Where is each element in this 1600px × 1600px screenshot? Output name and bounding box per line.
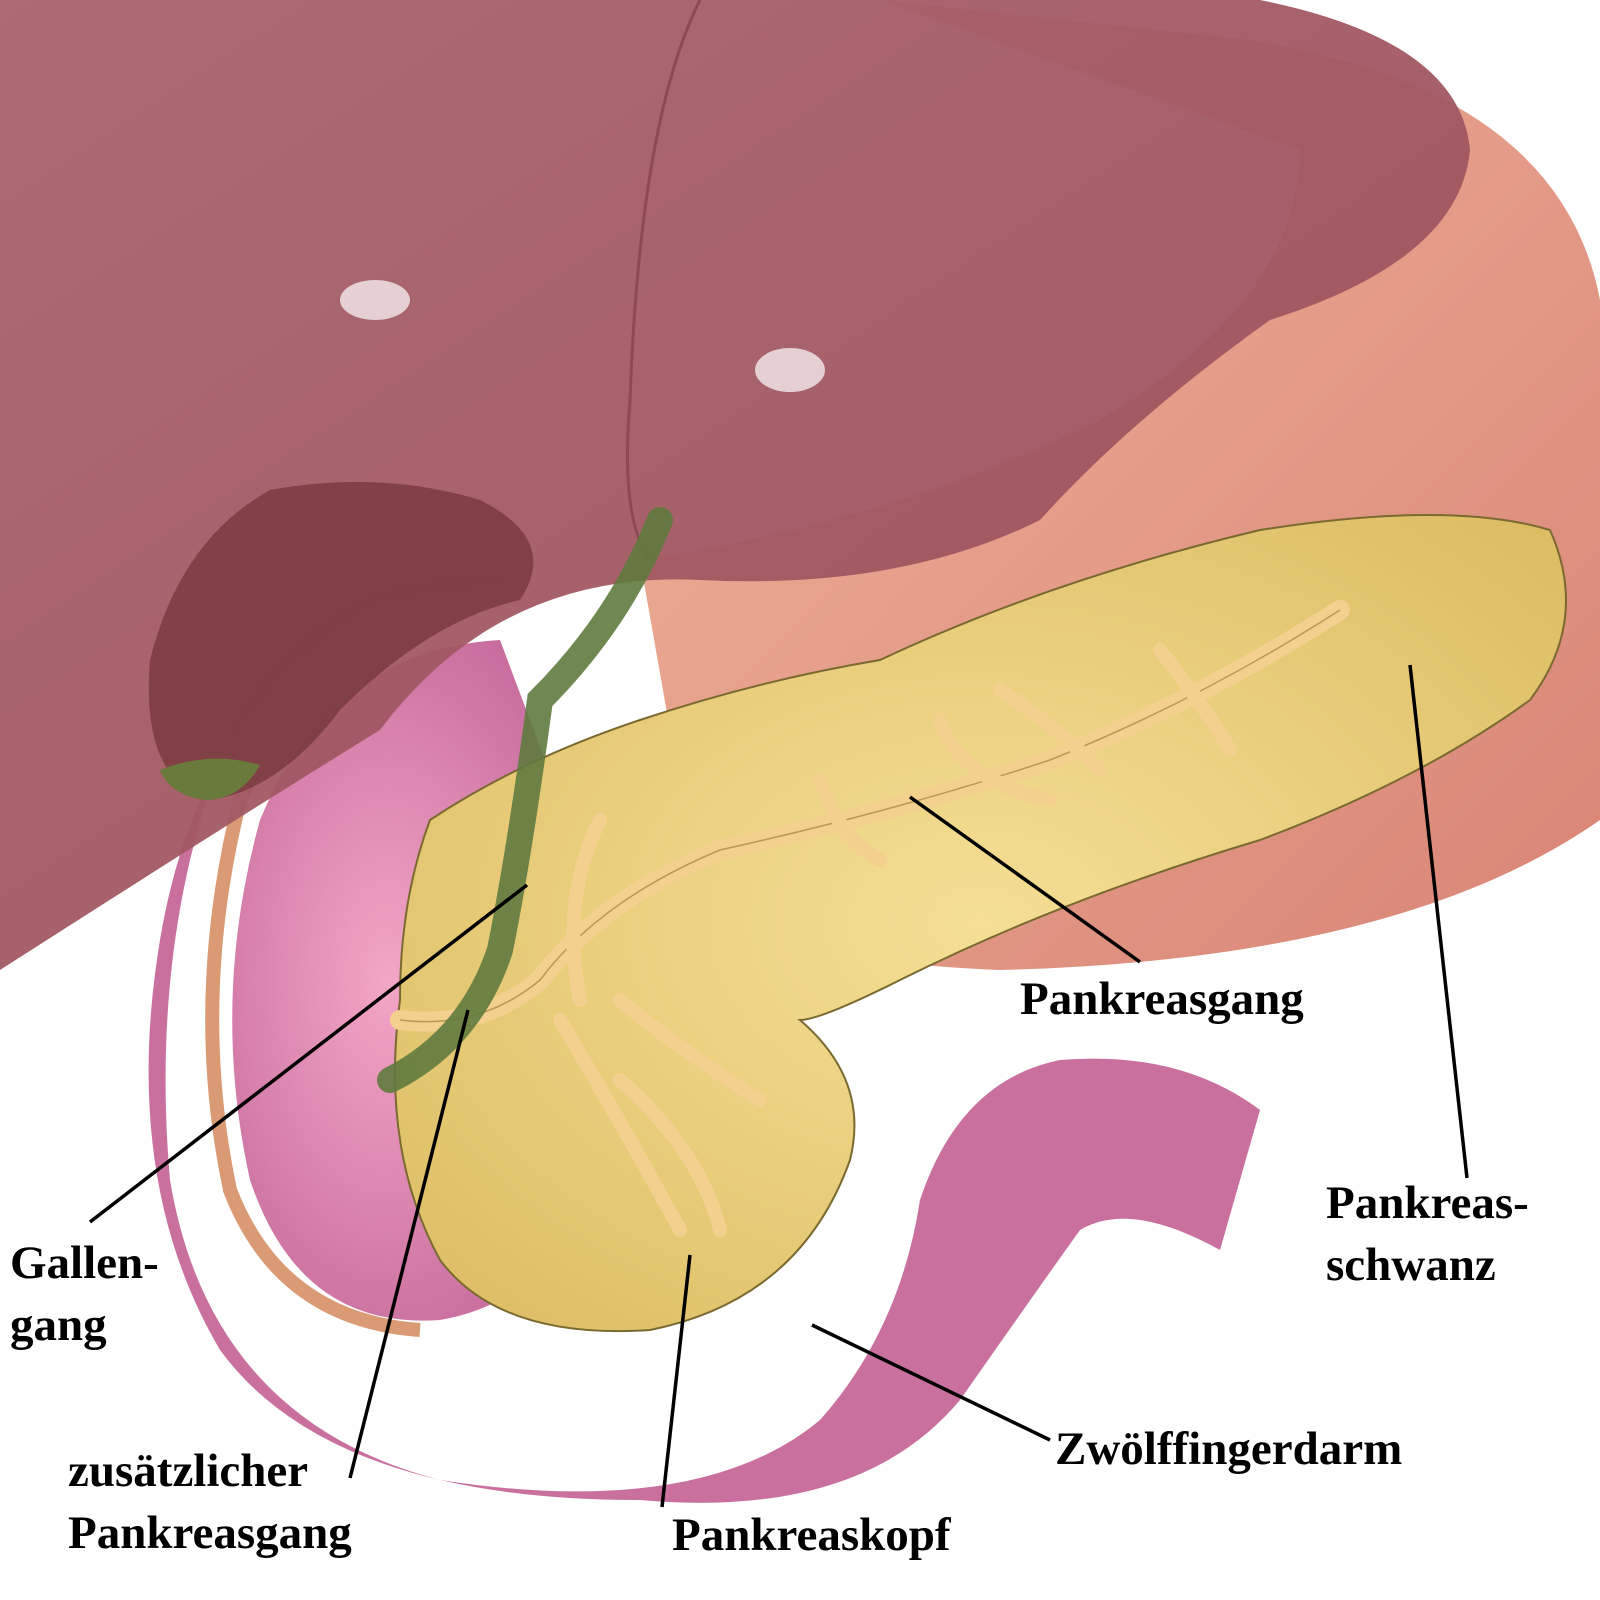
liver [0, 0, 1470, 970]
label-accessory-duct: zusätzlicher Pankreasgang [68, 1440, 352, 1564]
duct-branches [553, 643, 1237, 1237]
label-line: gang [10, 1299, 107, 1351]
liver-lobe-edge [626, 0, 702, 561]
duodenum [148, 578, 1261, 1503]
gallbladder [148, 482, 534, 800]
label-pancreas-tail: Pankreas- schwanz [1326, 1172, 1529, 1296]
label-line: Pankreasgang [68, 1507, 352, 1559]
label-line: zusätzlicher [68, 1445, 309, 1497]
label-bile-duct: Gallen- gang [10, 1232, 159, 1356]
leader-accessory-duct [348, 1009, 470, 1479]
pancreatic-duct-outline [399, 609, 1341, 1023]
label-duodenum: Zwölffingerdarm [1055, 1423, 1403, 1475]
leader-pancreas-head [660, 1254, 692, 1508]
pancreas [394, 514, 1567, 1333]
liver-highlight [755, 348, 825, 392]
leader-bile-duct [88, 883, 529, 1224]
leader-pancreatic-duct [908, 795, 1142, 964]
gallbladder-fundus [160, 758, 260, 800]
leader-duodenum [811, 1323, 1051, 1442]
label-line: Gallen- [10, 1237, 159, 1289]
label-line: schwanz [1326, 1239, 1496, 1291]
leader-lines [88, 664, 1469, 1508]
liver-highlight [340, 280, 410, 320]
bile-duct [377, 507, 673, 1093]
label-pancreatic-duct: Pankreasgang [1020, 973, 1304, 1025]
leader-pancreas-tail [1408, 664, 1469, 1179]
label-line: Pankreas- [1326, 1177, 1529, 1229]
label-pancreas-head: Pankreaskopf [672, 1509, 951, 1561]
